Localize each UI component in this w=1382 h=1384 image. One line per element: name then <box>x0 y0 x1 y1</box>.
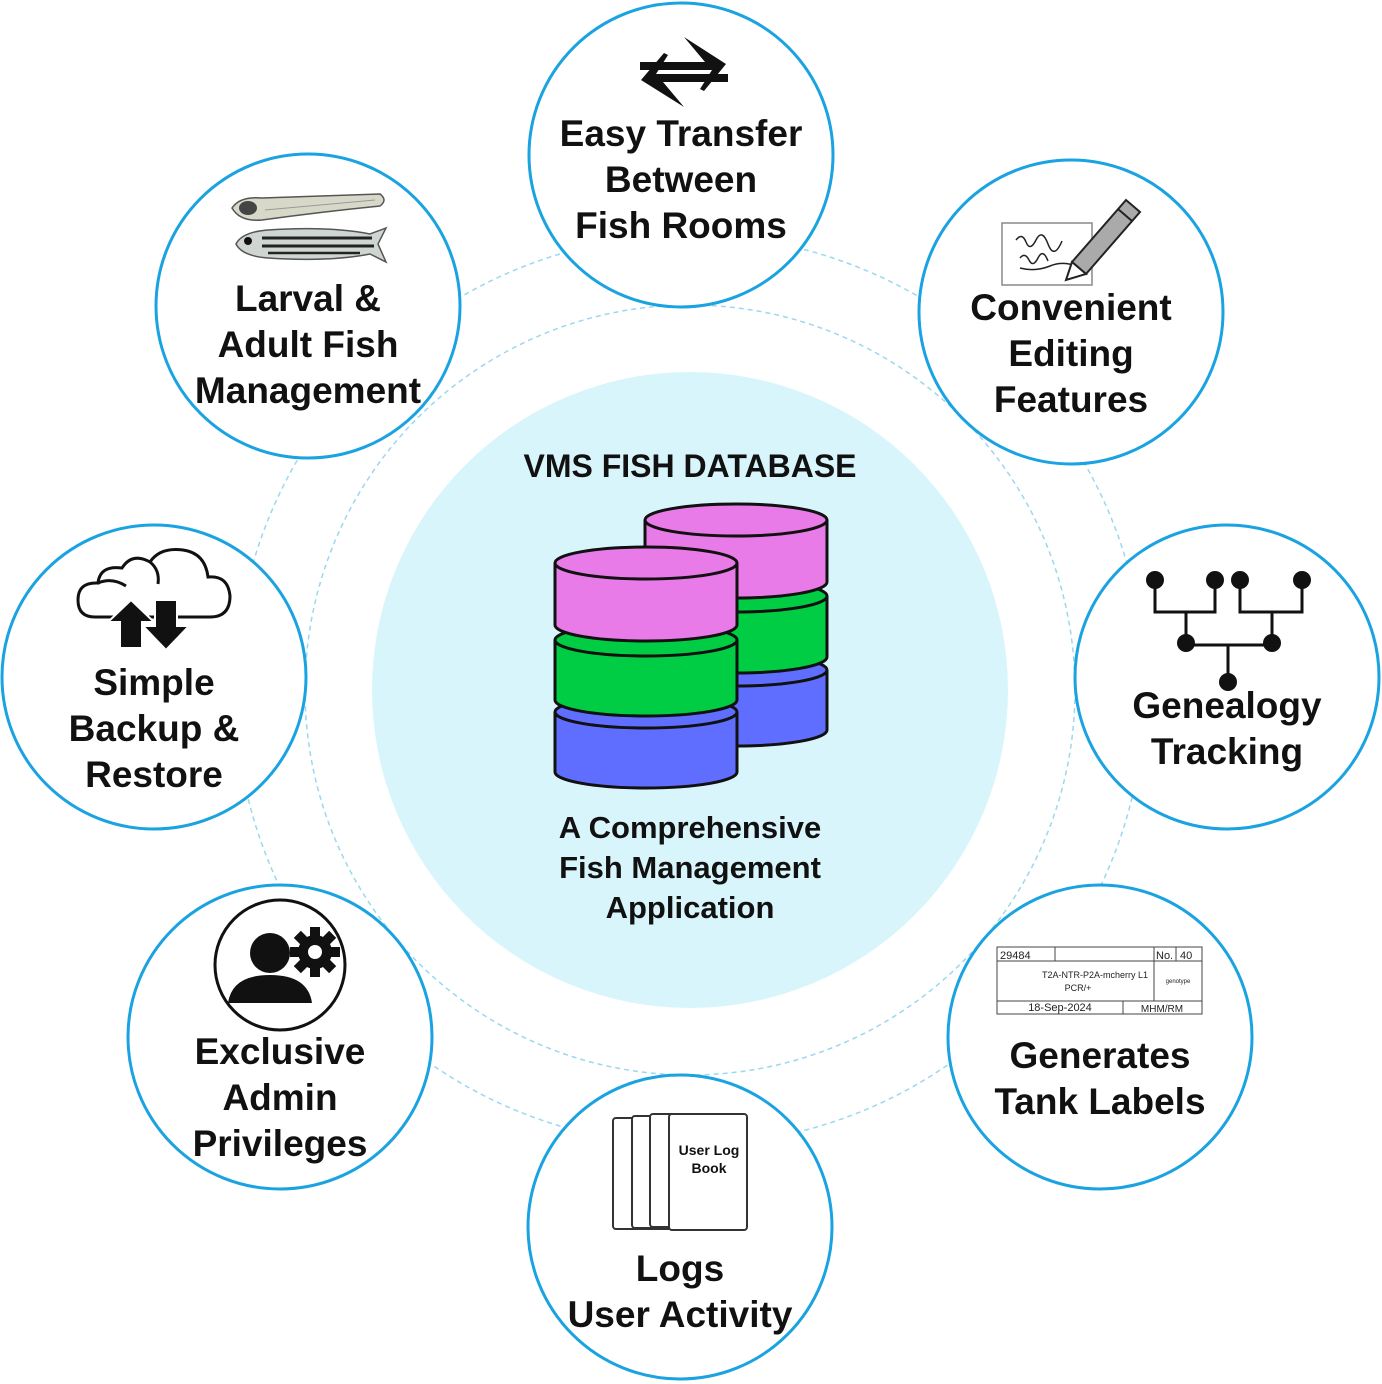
center-title: VMS FISH DATABASE <box>523 448 857 484</box>
feature-label-transfer: Easy Transfer Between Fish Rooms <box>559 113 803 246</box>
feature-label-logs: Logs User Activity <box>567 1248 793 1335</box>
tank-label-text: 29484 No. 40 T2A-NTR-P2A-mcherry L1 PCR/… <box>1000 950 1192 1015</box>
admin-gear-icon <box>213 898 347 1032</box>
feature-label-genealogy: Genealogy Tracking <box>1132 685 1322 772</box>
tank-genotype-value: PCR/+ <box>1065 983 1092 993</box>
transfer-arrows-icon <box>640 37 728 107</box>
pen-signature-icon <box>1001 198 1142 286</box>
zebrafish-icon <box>231 193 388 264</box>
cloud-sync-icon <box>76 548 232 652</box>
log-book-title-2: Book <box>692 1160 727 1176</box>
tank-no-value: 40 <box>1180 950 1192 962</box>
center-subtitle: A Comprehensive Fish Management Applicat… <box>558 810 822 925</box>
log-book-title-1: User Log <box>679 1142 740 1158</box>
feature-circle-admin <box>126 883 434 1191</box>
feature-label-admin: Exclusive Admin Privileges <box>192 1031 368 1164</box>
tank-line-name: T2A-NTR-P2A-mcherry L1 <box>1042 970 1148 980</box>
feature-label-backup: Simple Backup & Restore <box>68 662 240 795</box>
database-icon <box>553 502 829 790</box>
feature-label-editing: Convenient Editing Features <box>970 287 1172 420</box>
tank-label-icon <box>996 946 1203 1015</box>
tank-no-label: No. <box>1156 950 1173 962</box>
feature-label-labels: Generates Tank Labels <box>994 1035 1206 1122</box>
family-tree-icon <box>1146 571 1311 691</box>
tank-date: 18-Sep-2024 <box>1028 1002 1092 1014</box>
tank-id: 29484 <box>1000 950 1031 962</box>
tank-initials: MHM/RM <box>1141 1004 1183 1015</box>
feature-label-larval: Larval & Adult Fish Management <box>194 278 422 411</box>
tank-genotype-label: genotype <box>1166 979 1191 985</box>
feature-circle-transfer <box>527 1 835 309</box>
log-book-icon <box>612 1113 748 1231</box>
feature-circle-editing <box>917 158 1225 466</box>
